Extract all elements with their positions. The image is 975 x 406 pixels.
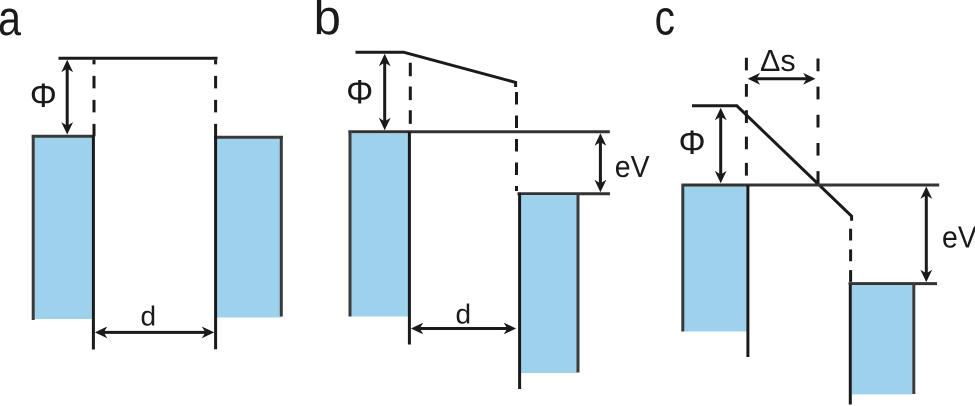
svg-text:a: a <box>0 0 22 46</box>
svg-text:Φ: Φ <box>346 73 373 111</box>
svg-text:d: d <box>456 299 472 330</box>
svg-text:eV: eV <box>615 149 650 184</box>
svg-text:Δs: Δs <box>760 44 796 78</box>
svg-text:b: b <box>314 0 341 45</box>
svg-text:Φ: Φ <box>30 77 57 115</box>
svg-text:c: c <box>655 0 675 46</box>
svg-text:Φ: Φ <box>679 124 706 162</box>
svg-text:d: d <box>141 301 157 332</box>
svg-text:eV: eV <box>942 219 975 254</box>
